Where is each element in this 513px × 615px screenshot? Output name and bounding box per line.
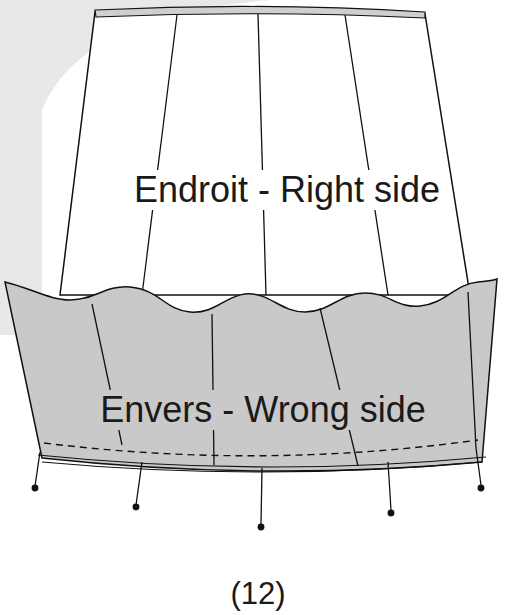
skirt-panel	[60, 12, 470, 295]
fold-edge	[38, 455, 486, 467]
pins	[32, 448, 484, 530]
waist-edge	[95, 6, 425, 18]
hem-facing	[5, 279, 497, 471]
side-label: Endroit - Right side	[132, 170, 442, 210]
seam-lines	[142, 14, 388, 295]
stitch-line	[44, 440, 478, 456]
side-label: Envers - Wrong side	[98, 390, 427, 430]
figure-caption: (12)	[228, 577, 287, 611]
facing-seam-lines	[92, 292, 476, 466]
